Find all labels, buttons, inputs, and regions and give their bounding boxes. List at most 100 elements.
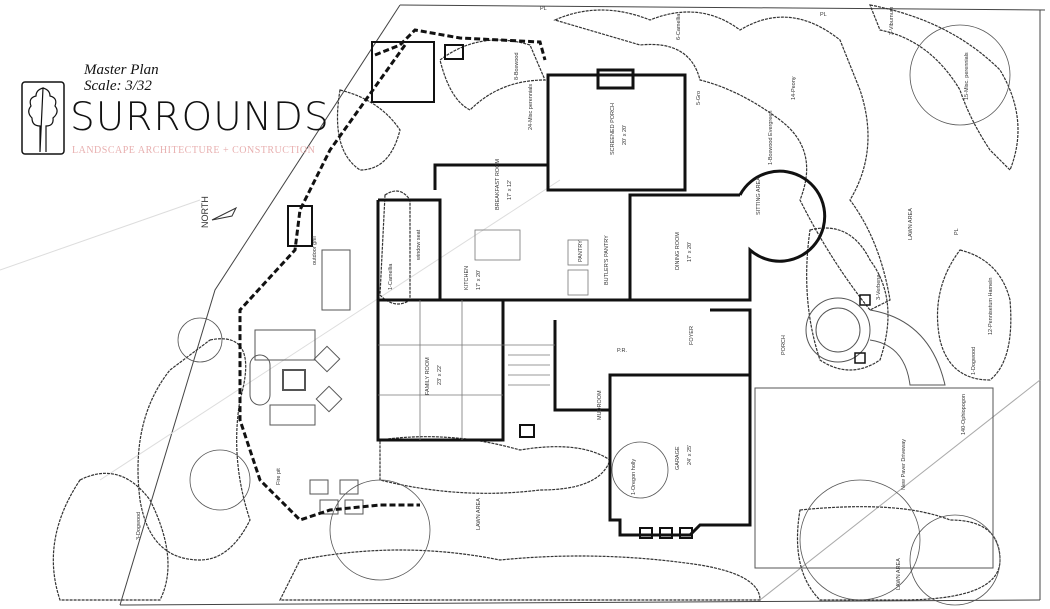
room-sitting: SITTING AREA xyxy=(756,177,762,215)
circular-patio xyxy=(805,297,871,363)
plant-label: 3-Viburnum xyxy=(889,6,895,35)
tree-canopy xyxy=(799,479,921,601)
planting-bed xyxy=(439,39,546,111)
tree-canopy xyxy=(329,479,431,581)
plan-title-block: Master Plan Scale: 3/32 xyxy=(84,62,159,94)
kitchen-island xyxy=(474,229,521,261)
room-breakfast-dim: 17' x 12' xyxy=(507,180,513,200)
tree-canopy xyxy=(177,317,223,363)
room-screened-porch-dim: 20' x 20' xyxy=(622,125,628,145)
planting-bed xyxy=(553,9,891,311)
pantry-cabinet xyxy=(567,269,589,296)
window-seat-label: window seat xyxy=(416,229,422,261)
screened-porch-walls xyxy=(546,73,687,192)
tree-canopy xyxy=(611,441,669,499)
outdoor-chair xyxy=(313,345,341,373)
tree-canopy xyxy=(909,24,1011,126)
fire-pit-label: Fire pit xyxy=(276,468,282,485)
room-family: FAMILY ROOM xyxy=(425,357,431,395)
lounge-chair xyxy=(319,499,339,515)
plan-scale: Scale: 3/32 xyxy=(84,78,152,94)
breakfast-kitchen-walls xyxy=(376,163,550,302)
room-dining: DINING ROOM xyxy=(675,232,681,270)
lounge-chair xyxy=(339,479,359,495)
planting-bed xyxy=(936,249,1012,381)
property-line-bottom xyxy=(119,599,1041,606)
outdoor-furniture xyxy=(269,404,316,426)
lawn-label: LAWN AREA xyxy=(908,208,914,240)
gate-structure xyxy=(287,205,313,247)
lounge-chair xyxy=(309,479,329,495)
room-family-dim: 23' x 22' xyxy=(437,365,443,385)
driveway-label: New Paver Driveway xyxy=(901,439,907,490)
grill-label: outdoor grill xyxy=(312,236,318,265)
pillar xyxy=(854,352,866,364)
house-footprint xyxy=(376,68,827,537)
room-dining-dim: 17' x 20' xyxy=(687,242,693,262)
north-label: NORTH xyxy=(200,196,210,228)
pillar xyxy=(859,294,871,306)
tree-logo-icon xyxy=(21,81,65,155)
plant-label: 8-Boxwood xyxy=(514,52,520,80)
reference-line xyxy=(0,199,201,271)
planting-bed xyxy=(52,472,169,601)
plant-label: 1-Oregon holly xyxy=(631,459,637,495)
outdoor-bench xyxy=(249,354,271,406)
interior-lines xyxy=(378,229,693,539)
pl-label: PL xyxy=(820,12,827,18)
circular-patio-inner xyxy=(815,307,861,353)
fence-segment xyxy=(238,44,420,522)
utility-box xyxy=(659,527,673,539)
plant-label: 24-Misc perennials xyxy=(528,84,534,130)
outdoor-furniture xyxy=(254,329,316,361)
plant-label: 6-Camellia xyxy=(676,13,682,40)
lawn-label: LAWN AREA xyxy=(476,498,482,530)
room-pantry: PANTRY xyxy=(578,240,584,262)
plant-label: 14-Peony xyxy=(791,76,797,100)
dining-sitting-walls xyxy=(630,169,827,302)
plant-label: 12-Pennisetum Hameln xyxy=(988,278,994,335)
fireplace xyxy=(596,68,635,90)
plant-label: 1-Boxwood Evergreen xyxy=(768,111,774,165)
plan-title: Master Plan xyxy=(84,62,159,78)
room-screened-porch: SCREENED PORCH xyxy=(610,103,616,155)
planting-bed xyxy=(336,89,401,171)
foyer-walls xyxy=(710,308,752,375)
planting-bed xyxy=(137,338,251,561)
lawn-label: LAWN AREA xyxy=(896,558,902,590)
planting-bed xyxy=(869,4,1019,172)
room-foyer: FOYER xyxy=(689,326,695,345)
utility-box xyxy=(639,527,653,539)
room-mudroom: MUDROOM xyxy=(597,390,603,420)
room-garage: GARAGE xyxy=(675,446,681,470)
garage-walls xyxy=(608,373,752,537)
room-butler-pantry: BUTLER'S PANTRY xyxy=(604,235,610,285)
pl-label: PL xyxy=(954,228,960,235)
plant-label: 15-Misc. perennials xyxy=(964,52,970,100)
outdoor-chair xyxy=(315,385,343,413)
planting-bed xyxy=(379,436,611,494)
property-line xyxy=(399,4,1046,11)
plant-label: 140-Ophiopogon xyxy=(961,394,967,435)
pl-label: PL xyxy=(540,6,547,12)
stair-walls xyxy=(501,300,612,440)
site-structures xyxy=(287,41,464,247)
tree-canopy xyxy=(909,514,1001,606)
room-kitchen-dim: 17' x 20' xyxy=(476,270,482,290)
stair-treads xyxy=(503,344,555,386)
curved-walkway xyxy=(869,309,946,386)
fence-segment xyxy=(374,28,547,61)
plant-label: 1-Camellia xyxy=(388,263,394,290)
plant-label: 3-Dogwood xyxy=(136,512,142,540)
fire-pit xyxy=(282,369,306,391)
room-breakfast: BREAKFAST ROOM xyxy=(495,159,501,210)
tree-canopy xyxy=(189,449,251,511)
plant-label: 5-Gro xyxy=(696,91,702,105)
utility-box xyxy=(519,424,535,438)
room-pr: P.R. xyxy=(617,348,627,354)
north-arrow-icon xyxy=(211,206,238,221)
interior-wall xyxy=(378,193,740,302)
tree-canopies xyxy=(177,24,1011,606)
brand-tagline: LANDSCAPE ARCHITECTURE + CONSTRUCTION xyxy=(72,145,316,156)
